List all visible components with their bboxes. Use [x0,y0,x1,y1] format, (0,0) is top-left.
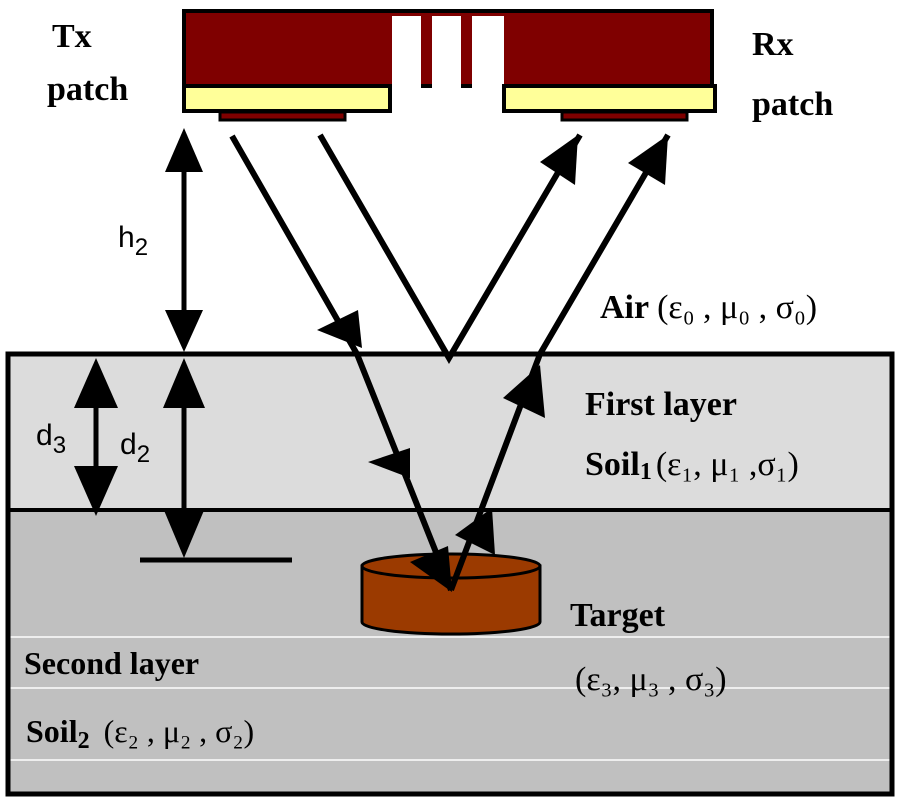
first-layer-label: First layer [585,386,737,423]
surface-reflected-ray [317,133,583,364]
target-return-ray [448,133,671,592]
d3-dimension-arrow [74,358,118,516]
d3-label: d3 [36,419,66,459]
ray-arrowheads [317,135,668,592]
d2-dimension-arrow [163,358,205,558]
first-soil-layer [10,354,890,510]
d2-label: d2 [120,428,150,468]
soil1-label: Soil1(ε₁, μ₁ ,σ₁) [585,446,799,485]
soil2-label: Soil2(ε₂ , μ₂ , σ₂) [26,713,254,754]
rx-patch-label: patch [752,86,833,123]
rx-label: Rx [752,26,794,63]
rx-substrate [502,84,717,113]
antenna-slot [472,16,504,116]
antenna-slot [392,16,421,116]
tx-patch-label: patch [47,71,128,108]
incident-ray [229,134,454,592]
target-cylinder [360,552,542,636]
h2-dimension-arrow [165,128,203,352]
second-layer-label: Second layer [24,645,199,681]
tx-label: Tx [52,18,92,55]
air-label: Air(ε₀ , μ₀ , σ₀) [600,289,817,326]
target-label: Target [570,597,666,634]
rx-patch [560,110,689,122]
target-params: (ε₃, μ₃ , σ₃) [575,661,727,698]
h2-label: h2 [118,221,148,261]
antenna-slot [432,16,461,116]
ray-paths [229,133,671,592]
tx-patch [218,110,347,122]
tx-substrate [182,84,392,113]
